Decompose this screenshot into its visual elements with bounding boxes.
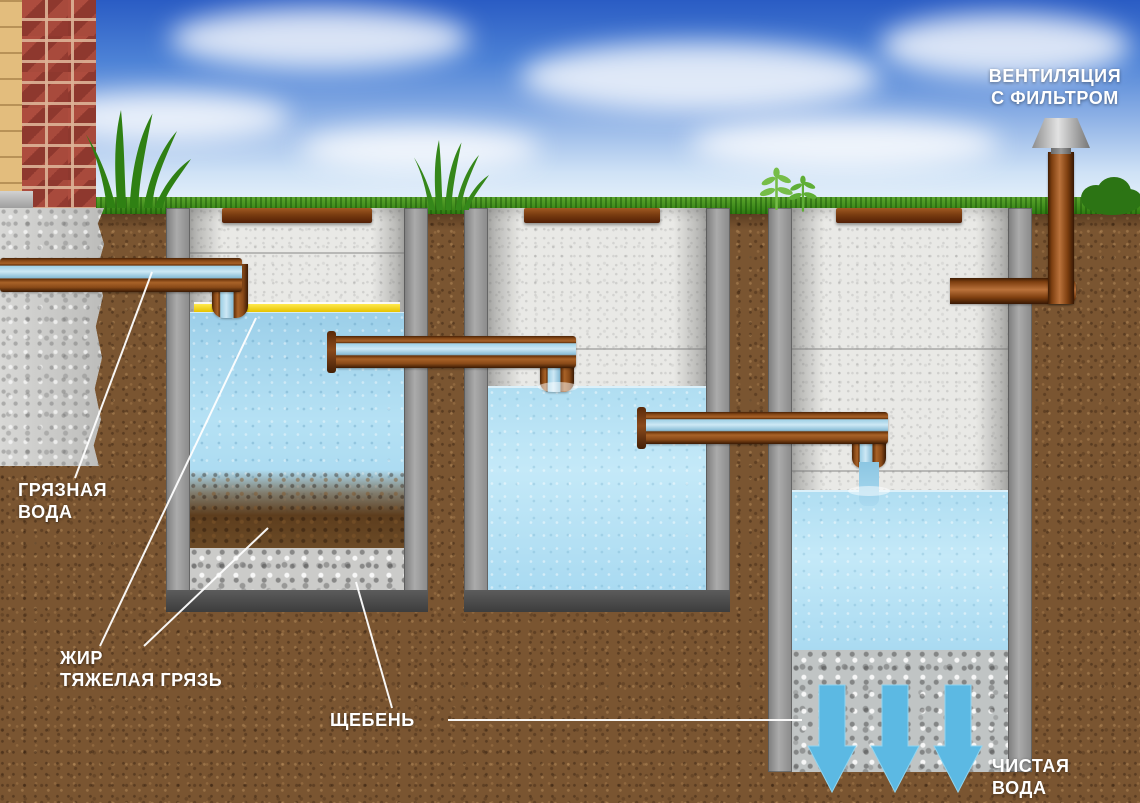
cloud xyxy=(690,118,1000,170)
tank1-sediment-layer xyxy=(190,470,404,548)
tank2-left-wall xyxy=(464,208,488,612)
overflow-pipe-1-flange xyxy=(327,331,336,373)
label-dirty-water: ГРЯЗНАЯ ВОДА xyxy=(18,480,107,524)
vent-pipe-vertical xyxy=(1048,152,1074,304)
tank2-right-wall xyxy=(706,208,730,612)
house-wall-brick xyxy=(22,0,96,212)
house-foundation xyxy=(0,208,104,466)
label-gravel: ЩЕБЕНЬ xyxy=(330,710,415,732)
tank3-water xyxy=(792,490,1008,652)
tank-3 xyxy=(768,208,1032,772)
inlet-pipe xyxy=(0,258,242,292)
water-splash xyxy=(848,486,890,496)
tank3-ring-joint xyxy=(792,470,1008,472)
tank1-surface-line xyxy=(194,302,400,304)
tank1-gravel-bed xyxy=(190,548,404,590)
label-line: ЧИСТАЯ xyxy=(992,756,1070,776)
label-line: ЩЕБЕНЬ xyxy=(330,710,415,730)
label-fat-heavy-dirt: ЖИР ТЯЖЕЛАЯ ГРЯЗЬ xyxy=(60,648,222,692)
tank1-bottom-slab xyxy=(166,590,428,612)
cloud xyxy=(880,14,1130,78)
house-sill xyxy=(0,191,33,209)
house-wall-siding xyxy=(0,0,22,196)
label-line: С ФИЛЬТРОМ xyxy=(991,87,1119,108)
tank3-ring-joint xyxy=(792,348,1008,350)
cloud xyxy=(170,8,470,70)
tank2-cover xyxy=(524,208,660,223)
label-line: ВОДА xyxy=(18,501,73,522)
overflow-pipe-2-flange xyxy=(637,407,646,449)
water-splash xyxy=(538,382,578,392)
label-line: ВЕНТИЛЯЦИЯ xyxy=(988,66,1122,86)
tank3-gravel-drain xyxy=(792,650,1008,772)
vent-cap-neck xyxy=(1051,146,1071,154)
label-line: ТЯЖЕЛАЯ ГРЯЗЬ xyxy=(60,669,223,690)
tank1-ring-joint xyxy=(190,252,404,254)
overflow-pipe-2 xyxy=(640,412,888,444)
label-line: ВОДА xyxy=(992,777,1047,798)
cloud xyxy=(300,126,540,172)
overflow-pipe-1 xyxy=(330,336,576,368)
falling-water-stream xyxy=(859,462,879,506)
tank-2 xyxy=(464,208,730,612)
cloud xyxy=(520,42,880,112)
tank2-bottom-slab xyxy=(464,590,730,612)
tank2-ring-joint xyxy=(488,348,706,350)
label-clean-water: ЧИСТАЯ ВОДА xyxy=(992,756,1070,800)
tank1-cover xyxy=(222,208,372,223)
sky xyxy=(0,0,1140,216)
label-line: ГРЯЗНАЯ xyxy=(18,480,108,500)
label-line: ЖИР xyxy=(60,648,104,668)
tank3-left-wall xyxy=(768,208,792,772)
label-ventilation: ВЕНТИЛЯЦИЯ С ФИЛЬТРОМ xyxy=(975,66,1135,110)
tank3-cover xyxy=(836,208,962,223)
tank1-right-wall xyxy=(404,208,428,612)
tank1-fat-layer xyxy=(194,304,400,312)
